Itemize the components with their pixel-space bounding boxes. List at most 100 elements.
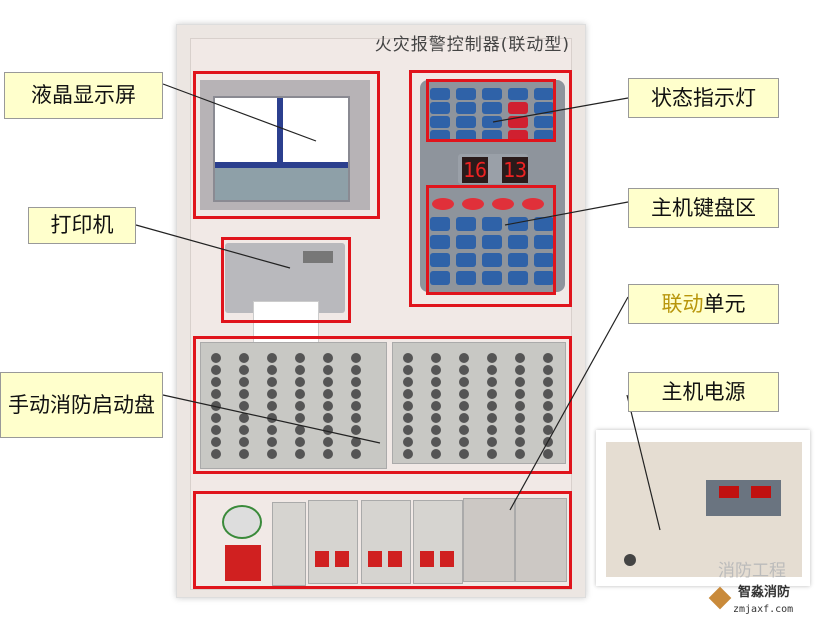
- manual-button: [239, 389, 249, 399]
- keypad-key: [508, 235, 528, 249]
- manual-button: [431, 437, 441, 447]
- module-button: [440, 551, 454, 567]
- manual-button: [459, 377, 469, 387]
- manual-button: [351, 449, 361, 459]
- manual-button: [351, 389, 361, 399]
- keypad-key: [456, 217, 476, 231]
- manual-button: [431, 389, 441, 399]
- label-lcd: 液晶显示屏: [4, 72, 163, 119]
- keypad-key: [430, 271, 450, 285]
- label-printer: 打印机: [28, 207, 136, 244]
- manual-button: [515, 437, 525, 447]
- manual-button: [403, 413, 413, 423]
- keypad-key: [508, 271, 528, 285]
- manual-button: [323, 401, 333, 411]
- manual-button: [403, 389, 413, 399]
- label-linkage-highlight: 联动: [661, 291, 704, 316]
- module-button: [335, 551, 349, 567]
- manual-button: [459, 413, 469, 423]
- manual-button: [543, 389, 553, 399]
- manual-button: [543, 353, 553, 363]
- manual-button: [211, 449, 221, 459]
- manual-start-panel: [200, 342, 387, 469]
- manual-button: [323, 353, 333, 363]
- manual-button: [459, 353, 469, 363]
- manual-button: [211, 377, 221, 387]
- manual-button: [267, 389, 277, 399]
- manual-button: [211, 437, 221, 447]
- keypad-key: [430, 217, 450, 231]
- manual-button: [351, 353, 361, 363]
- manual-button: [515, 425, 525, 435]
- keypad-key: [534, 271, 554, 285]
- manual-button: [431, 449, 441, 459]
- linkage-module: [361, 500, 411, 584]
- module-button: [368, 551, 382, 567]
- lcd-screen: [213, 96, 350, 202]
- label-linkage-rest: 单元: [703, 291, 746, 316]
- manual-button: [487, 389, 497, 399]
- status-light: [482, 88, 502, 100]
- manual-button: [403, 425, 413, 435]
- manual-button: [487, 377, 497, 387]
- manual-button: [459, 401, 469, 411]
- manual-button: [239, 377, 249, 387]
- manual-button: [515, 365, 525, 375]
- manual-button: [239, 353, 249, 363]
- manual-button: [515, 401, 525, 411]
- module-button: [315, 551, 329, 567]
- manual-button: [211, 413, 221, 423]
- keypad-key: [534, 253, 554, 267]
- blank-module: [463, 498, 515, 582]
- status-light: [482, 116, 502, 128]
- manual-button: [295, 353, 305, 363]
- manual-button: [239, 401, 249, 411]
- manual-button: [543, 377, 553, 387]
- clock-hours: 16: [462, 157, 488, 183]
- label-linkage-unit: 联动单元: [628, 284, 779, 324]
- manual-button: [543, 401, 553, 411]
- manual-button: [239, 365, 249, 375]
- manual-button: [295, 449, 305, 459]
- manual-button: [267, 413, 277, 423]
- manual-button: [295, 401, 305, 411]
- keypad-key: [456, 271, 476, 285]
- manual-button: [487, 353, 497, 363]
- ccc-logo: [222, 505, 262, 539]
- manual-button: [295, 413, 305, 423]
- label-power: 主机电源: [628, 372, 779, 412]
- manual-button: [295, 437, 305, 447]
- keyboard-highlight-box: [426, 185, 556, 295]
- manual-button: [403, 437, 413, 447]
- bottom-highlight-box: [193, 491, 572, 589]
- manual-button: [515, 389, 525, 399]
- status-light: [482, 102, 502, 114]
- manual-button: [211, 401, 221, 411]
- manual-button: [487, 401, 497, 411]
- manual-button: [351, 413, 361, 423]
- manual-button: [431, 353, 441, 363]
- manual-button: [323, 365, 333, 375]
- manual-button: [323, 449, 333, 459]
- keypad-key: [508, 217, 528, 231]
- status-light: [456, 116, 476, 128]
- manual-button: [323, 413, 333, 423]
- manual-button: [403, 353, 413, 363]
- manual-panel-highlight-box: [193, 336, 572, 474]
- label-keyboard: 主机键盘区: [628, 188, 779, 228]
- manual-button: [351, 377, 361, 387]
- linkage-module: [308, 500, 358, 584]
- watermark-account: 消防工程: [718, 561, 786, 581]
- manual-button: [323, 425, 333, 435]
- keypad-key: [430, 253, 450, 267]
- status-light: [534, 102, 554, 114]
- manual-button: [515, 353, 525, 363]
- module-button: [388, 551, 402, 567]
- manual-button: [267, 425, 277, 435]
- manual-button: [211, 425, 221, 435]
- function-key: [492, 198, 514, 210]
- manual-button: [403, 365, 413, 375]
- manual-button: [403, 401, 413, 411]
- manual-button: [267, 377, 277, 387]
- manual-button: [239, 425, 249, 435]
